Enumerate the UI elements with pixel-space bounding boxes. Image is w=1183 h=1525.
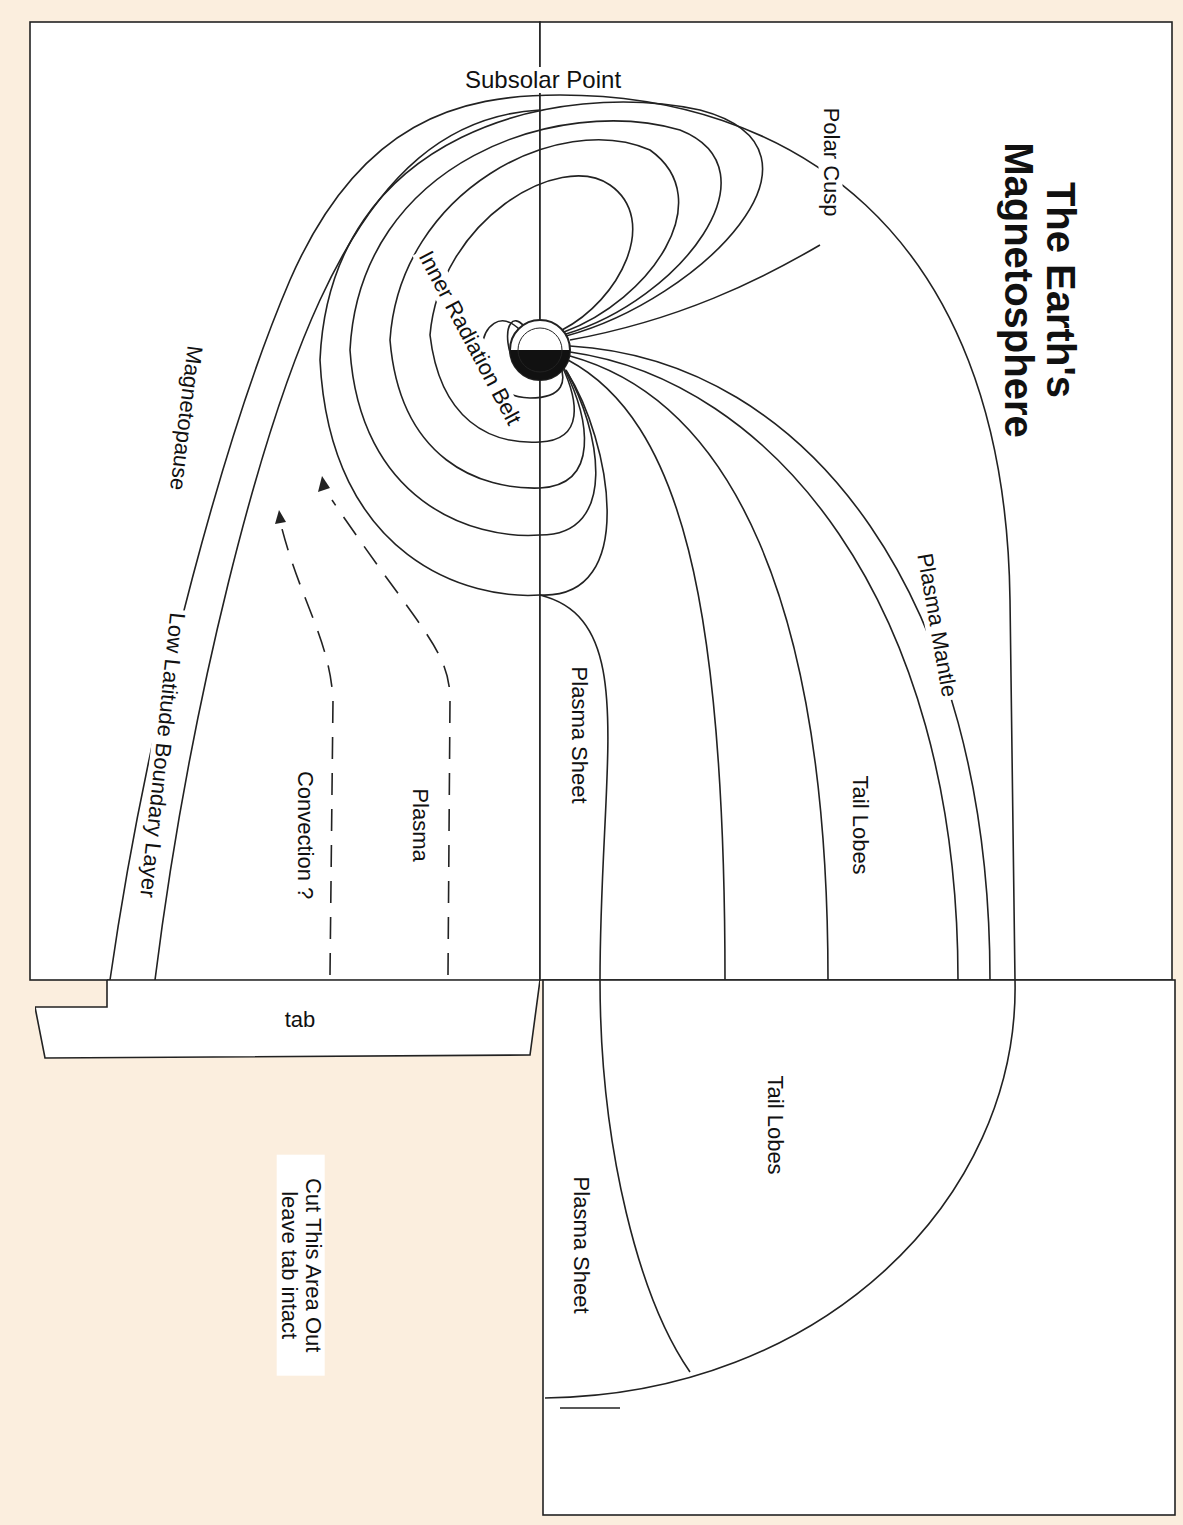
region-label: Cut This Area Out leave tab intact xyxy=(276,1155,324,1376)
region-label: Convection ? xyxy=(293,768,317,902)
region-label: Tail Lobes xyxy=(848,772,872,877)
region-label: Subsolar Point xyxy=(462,67,624,93)
region-label: Plasma xyxy=(408,785,432,864)
diagram-title: The Earth's Magnetosphere xyxy=(998,127,1082,453)
region-label: Plasma Sheet xyxy=(568,1174,592,1317)
region-label: Polar Cusp xyxy=(818,105,842,220)
region-label: Tail Lobes xyxy=(763,1072,787,1177)
region-label: Plasma Sheet xyxy=(566,664,590,807)
cut-tab: tab xyxy=(35,980,540,1060)
tab-label: tab xyxy=(285,1007,316,1033)
